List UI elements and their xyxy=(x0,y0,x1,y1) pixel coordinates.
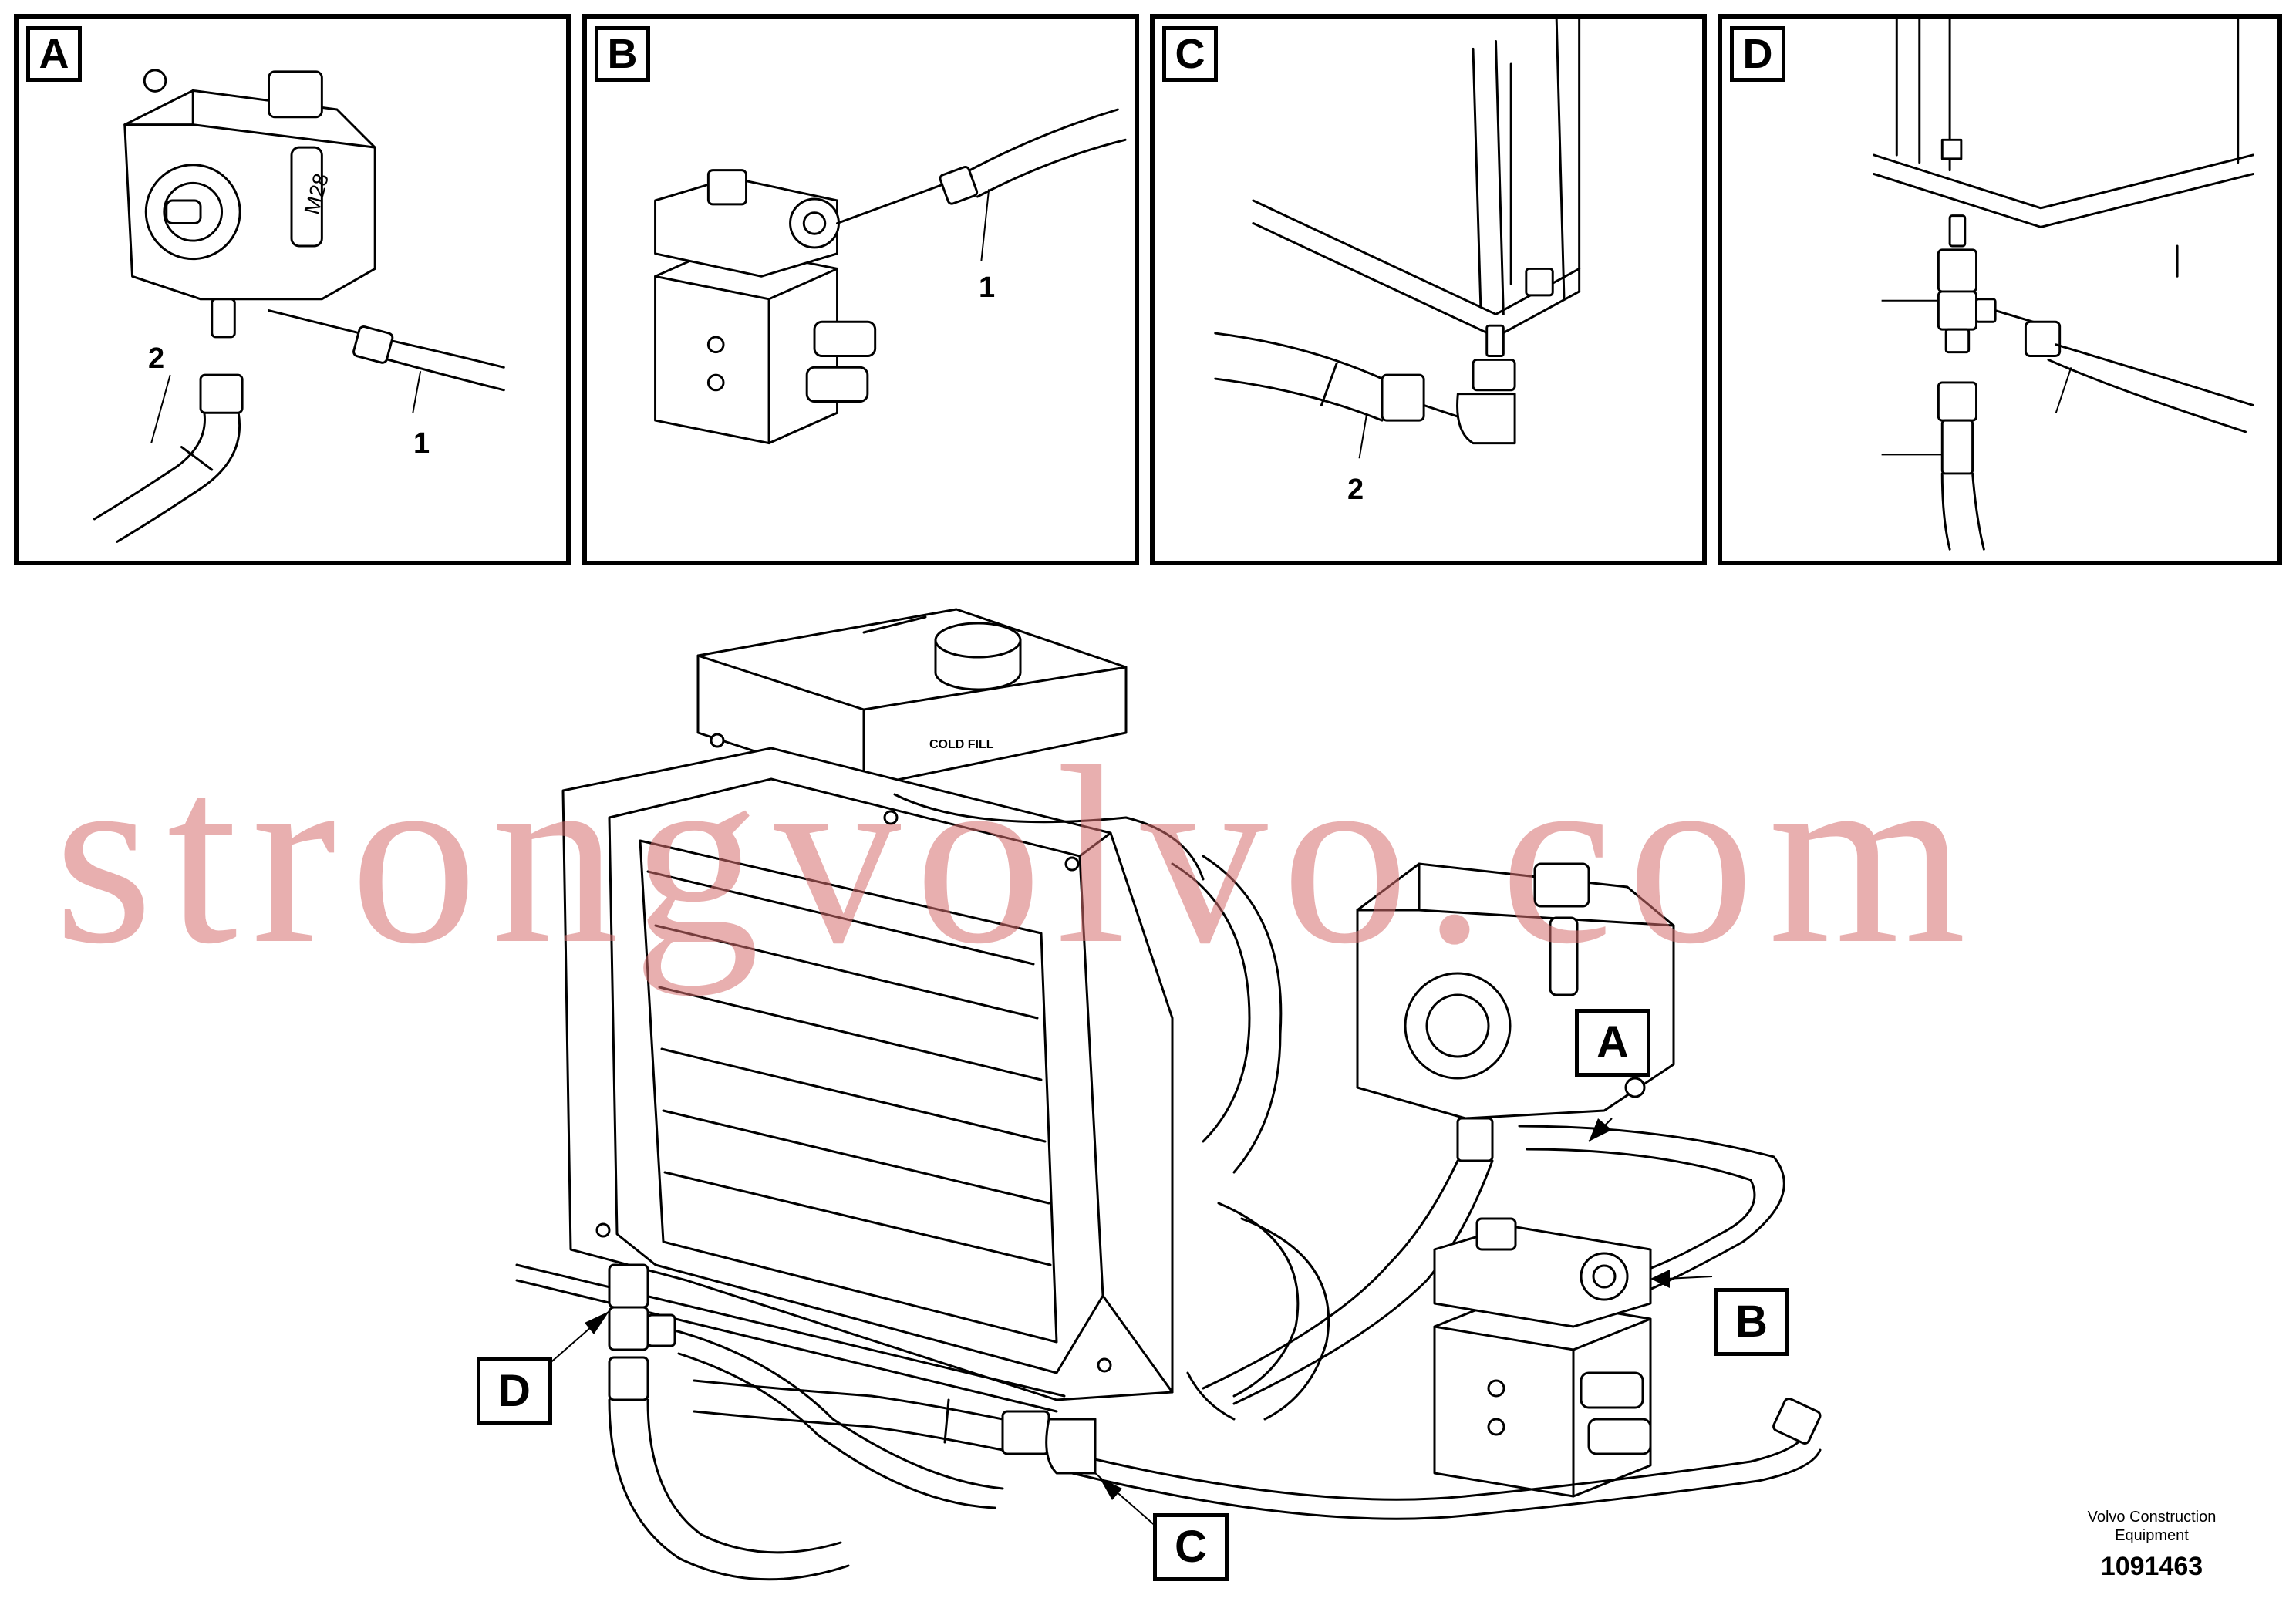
view-label-d: D xyxy=(477,1357,552,1425)
callout-2: 2 xyxy=(148,342,165,375)
brand-line-2: Equipment xyxy=(2115,1527,2189,1544)
brand-block: Volvo Construction Equipment xyxy=(2052,1508,2252,1545)
detail-panel-b: B 1 xyxy=(582,14,1139,565)
view-label-b: B xyxy=(1714,1288,1789,1356)
view-label-a: A xyxy=(1575,1009,1650,1077)
watermark: strongvolvo.com xyxy=(54,715,1981,996)
panel-label-d: D xyxy=(1730,26,1785,82)
panel-label-b: B xyxy=(595,26,650,82)
cap-text: COLD FILL xyxy=(929,738,994,751)
valve-hose-drawing-b xyxy=(654,108,1127,445)
radiator-hose-drawing-c xyxy=(1214,19,1581,459)
brand-line-1: Volvo Construction xyxy=(2087,1509,2217,1526)
callout-1: 1 xyxy=(413,427,430,460)
view-label-c: C xyxy=(1153,1513,1229,1581)
pump-hose-drawing-a: M28 xyxy=(93,69,505,543)
callout-1: 1 xyxy=(979,271,996,304)
main-assembly-drawing: COLD FILL xyxy=(515,608,1822,1581)
tee-hose-drawing-d xyxy=(1873,19,2254,551)
callout-2: 2 xyxy=(1347,474,1364,506)
detail-panel-d: D 5 4 3 xyxy=(1718,14,2282,565)
panel-label-c: C xyxy=(1162,26,1218,82)
drawing-number: 1091463 xyxy=(2100,1552,2203,1581)
panel-label-a: A xyxy=(26,26,82,82)
detail-panel-a: M28 A 2 1 xyxy=(14,14,571,565)
main-assembly-view: COLD FILL xyxy=(0,586,2296,1622)
detail-panel-c: C 2 xyxy=(1150,14,1707,565)
